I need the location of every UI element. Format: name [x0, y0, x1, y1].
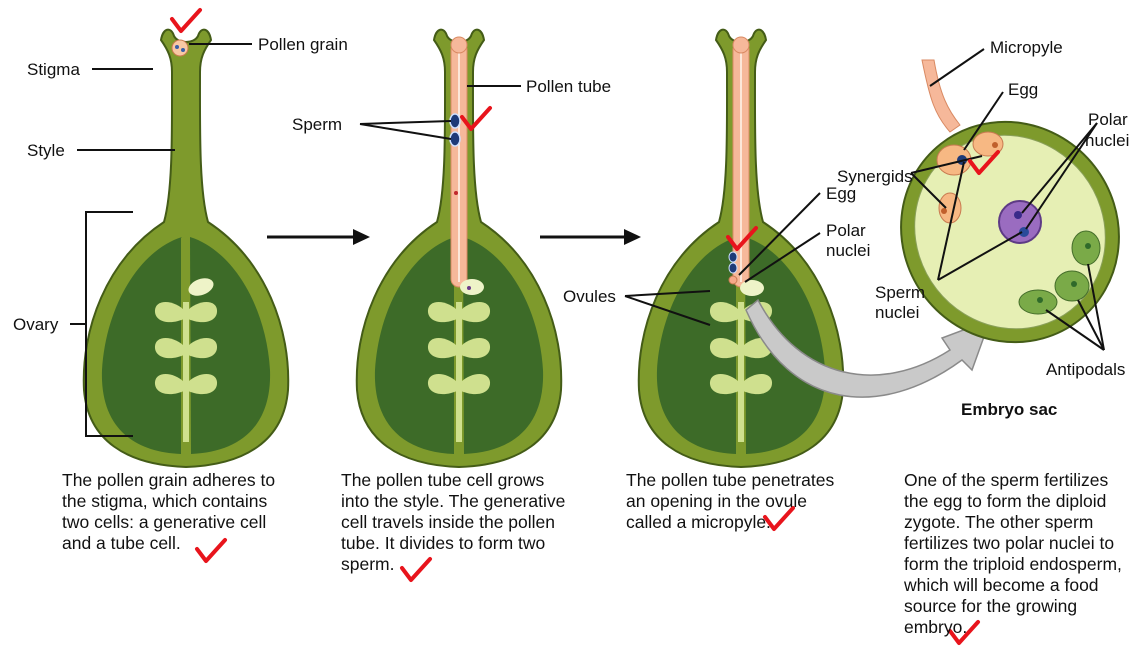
- check-marks: [172, 10, 998, 643]
- pistil-stage-1: [84, 30, 288, 467]
- caption-1-line-1: The pollen grain adheres to: [62, 470, 275, 491]
- step-arrow-1: [267, 229, 370, 245]
- sperm-label: Sperm: [292, 115, 342, 134]
- polar-nuclei-label-sac-line-1: Polar: [1088, 110, 1128, 129]
- stigma-label: Stigma: [27, 60, 80, 79]
- caption-2-line-3: cell travels inside the pollen: [341, 512, 565, 533]
- embryo-sac-title: Embryo sac: [961, 400, 1057, 419]
- caption-4-line-4: fertilizes two polar nuclei to: [904, 533, 1122, 554]
- pollen-grain-shape: [172, 40, 188, 56]
- egg-label-stage-3: Egg: [826, 184, 856, 203]
- caption-4-line-8: embryo.: [904, 617, 1122, 638]
- synergid-2: [939, 193, 961, 223]
- style-label: Style: [27, 141, 65, 160]
- sperm-pointers: [360, 121, 451, 139]
- caption-4-line-7: source for the growing: [904, 596, 1122, 617]
- caption-2-line-4: tube. It divides to form two: [341, 533, 565, 554]
- sperm-nuclei-label-line-2: nuclei: [875, 303, 919, 322]
- pollen-grain-label: Pollen grain: [258, 35, 348, 54]
- polar-nuclei-label-sac-line-2: nuclei: [1085, 131, 1129, 150]
- caption-4-line-6: which will become a food: [904, 575, 1122, 596]
- caption-1-line-3: two cells: a generative cell: [62, 512, 275, 533]
- egg-label-sac: Egg: [1008, 80, 1038, 99]
- check-mark-pollen-grain: [172, 10, 200, 31]
- central-cell: [999, 201, 1041, 243]
- sperm-nuclei-label-line-1: Sperm: [875, 283, 925, 302]
- caption-stage-1: The pollen grain adheres to the stigma, …: [62, 470, 275, 554]
- polar-nuclei-label-stage-3-line-1: Polar: [826, 221, 866, 240]
- ovules-label: Ovules: [563, 287, 616, 306]
- caption-stage-4: One of the sperm fertilizes the egg to f…: [904, 470, 1122, 638]
- micropyle-tube: [922, 60, 960, 132]
- micropyle-label: Micropyle: [990, 38, 1063, 57]
- synergids-label: Synergids: [837, 167, 913, 186]
- ovary-label: Ovary: [13, 315, 59, 334]
- caption-4-line-1: One of the sperm fertilizes: [904, 470, 1122, 491]
- polar-nuclei-label-stage-3-line-2: nuclei: [826, 241, 870, 260]
- caption-stage-3: The pollen tube penetrates an opening in…: [626, 470, 834, 533]
- caption-3-line-3: called a micropyle.: [626, 512, 834, 533]
- caption-3-line-2: an opening in the ovule: [626, 491, 834, 512]
- caption-stage-2: The pollen tube cell grows into the styl…: [341, 470, 565, 575]
- step-arrow-2: [540, 229, 641, 245]
- pollen-tube-label: Pollen tube: [526, 77, 611, 96]
- caption-2-line-1: The pollen tube cell grows: [341, 470, 565, 491]
- caption-1-line-2: the stigma, which contains: [62, 491, 275, 512]
- caption-4-line-2: the egg to form the diploid: [904, 491, 1122, 512]
- antipodals-label: Antipodals: [1046, 360, 1125, 379]
- caption-2-line-2: into the style. The generative: [341, 491, 565, 512]
- caption-3-line-1: The pollen tube penetrates: [626, 470, 834, 491]
- caption-4-line-5: form the triploid endosperm,: [904, 554, 1122, 575]
- caption-1-line-4: and a tube cell.: [62, 533, 275, 554]
- caption-4-line-3: zygote. The other sperm: [904, 512, 1122, 533]
- caption-2-line-5: sperm.: [341, 554, 565, 575]
